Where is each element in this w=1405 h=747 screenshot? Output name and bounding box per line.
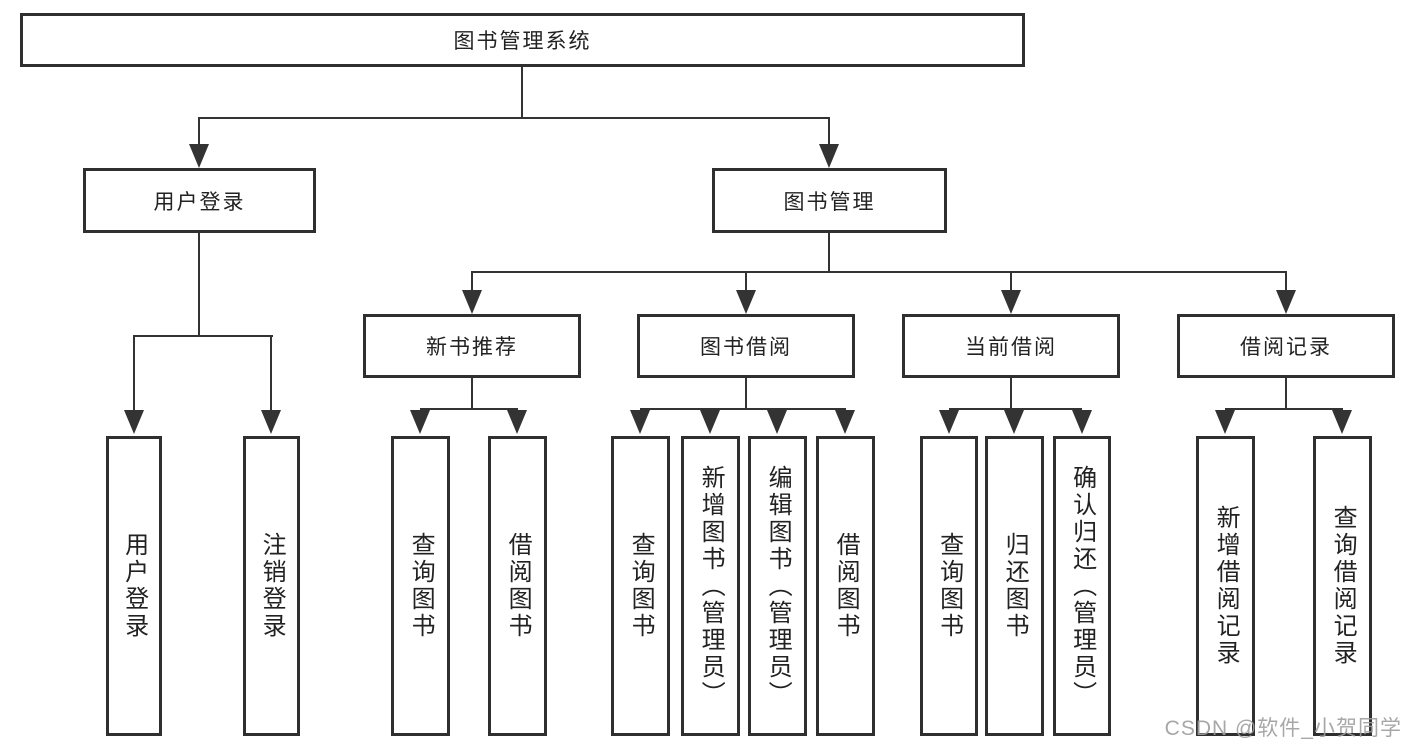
arrow-down-icon xyxy=(939,410,959,434)
arrow-down-icon xyxy=(261,410,281,434)
connector-line xyxy=(420,408,518,410)
node-borrow-records-label: 借阅记录 xyxy=(1240,336,1332,359)
leaf-add-borrow-record: 新增借阅记录 xyxy=(1196,436,1255,736)
connector-line xyxy=(1010,271,1012,291)
arrow-down-icon xyxy=(819,144,839,168)
watermark: CSDN @软件_小贺同学 xyxy=(1164,717,1402,740)
connector-line xyxy=(640,408,846,410)
leaf-confirm-return-admin: 确认归还（管理员） xyxy=(1053,436,1111,736)
arrow-down-icon xyxy=(1215,410,1235,434)
leaf-query-books-3: 查询图书 xyxy=(920,436,978,736)
connector-line xyxy=(745,271,747,291)
connector-line xyxy=(828,233,830,271)
leaf-borrow-books-2: 借阅图书 xyxy=(816,436,875,736)
leaf-edit-book-admin-label: 编辑图书（管理员） xyxy=(764,464,792,708)
node-new-book-recommend: 新书推荐 xyxy=(363,314,581,378)
leaf-query-books-2-label: 查询图书 xyxy=(627,532,655,640)
leaf-query-books-1: 查询图书 xyxy=(391,436,450,736)
leaf-query-books-2: 查询图书 xyxy=(611,436,670,736)
connector-line xyxy=(828,117,830,145)
leaf-logout-label: 注销登录 xyxy=(258,532,286,640)
connector-line xyxy=(471,271,1286,273)
leaf-query-borrow-record: 查询借阅记录 xyxy=(1313,436,1372,736)
leaf-user-login-label: 用户登录 xyxy=(120,532,148,640)
arrow-down-icon xyxy=(767,410,787,434)
leaf-logout: 注销登录 xyxy=(243,436,300,736)
connector-line xyxy=(270,335,272,410)
arrow-down-icon xyxy=(124,410,144,434)
connector-line xyxy=(198,117,200,145)
connector-line xyxy=(471,271,473,291)
arrow-down-icon xyxy=(410,410,430,434)
connector-line xyxy=(198,117,830,119)
node-user-login: 用户登录 xyxy=(83,168,316,233)
arrow-down-icon xyxy=(736,290,756,314)
leaf-query-books-3-label: 查询图书 xyxy=(935,532,963,640)
connector-line xyxy=(1285,271,1287,291)
leaf-borrow-books-2-label: 借阅图书 xyxy=(832,532,860,640)
arrow-down-icon xyxy=(462,290,482,314)
leaf-add-book-admin: 新增图书（管理员） xyxy=(681,436,740,736)
connector-line xyxy=(198,233,200,335)
arrow-down-icon xyxy=(835,410,855,434)
arrow-down-icon xyxy=(1276,290,1296,314)
node-current-borrow-label: 当前借阅 xyxy=(965,336,1057,359)
leaf-add-book-admin-label: 新增图书（管理员） xyxy=(697,464,725,708)
connector-line xyxy=(949,408,1082,410)
arrow-down-icon xyxy=(1001,290,1021,314)
leaf-borrow-books-1-label: 借阅图书 xyxy=(504,532,532,640)
leaf-edit-book-admin: 编辑图书（管理员） xyxy=(748,436,807,736)
node-book-management-label: 图书管理 xyxy=(783,190,876,214)
arrow-down-icon xyxy=(630,410,650,434)
node-root: 图书管理系统 xyxy=(20,13,1025,67)
arrow-down-icon xyxy=(1004,410,1024,434)
leaf-return-book: 归还图书 xyxy=(985,436,1044,736)
node-book-borrow-label: 图书借阅 xyxy=(700,336,792,359)
arrow-down-icon xyxy=(700,410,720,434)
connector-line xyxy=(1225,408,1343,410)
connector-line xyxy=(471,378,473,408)
connector-line xyxy=(133,335,135,410)
arrow-down-icon xyxy=(1332,410,1352,434)
node-borrow-records: 借阅记录 xyxy=(1177,314,1395,378)
connector-line xyxy=(745,378,747,408)
leaf-query-borrow-record-label: 查询借阅记录 xyxy=(1329,505,1357,667)
connector-line xyxy=(133,335,273,337)
node-new-book-recommend-label: 新书推荐 xyxy=(426,336,518,359)
node-user-login-label: 用户登录 xyxy=(153,190,246,214)
connector-line xyxy=(521,67,523,118)
leaf-user-login: 用户登录 xyxy=(106,436,162,736)
leaf-confirm-return-admin-label: 确认归还（管理员） xyxy=(1068,464,1096,708)
node-book-management: 图书管理 xyxy=(712,168,947,233)
leaf-query-books-1-label: 查询图书 xyxy=(407,532,435,640)
arrow-down-icon xyxy=(189,144,209,168)
node-book-borrow: 图书借阅 xyxy=(637,314,855,378)
leaf-return-book-label: 归还图书 xyxy=(1001,532,1029,640)
leaf-borrow-books-1: 借阅图书 xyxy=(488,436,547,736)
node-root-label: 图书管理系统 xyxy=(453,30,592,53)
node-current-borrow: 当前借阅 xyxy=(902,314,1120,378)
arrow-down-icon xyxy=(1072,410,1092,434)
arrow-down-icon xyxy=(507,410,527,434)
leaf-add-borrow-record-label: 新增借阅记录 xyxy=(1212,505,1240,667)
connector-line xyxy=(1285,378,1287,408)
connector-line xyxy=(1010,378,1012,408)
